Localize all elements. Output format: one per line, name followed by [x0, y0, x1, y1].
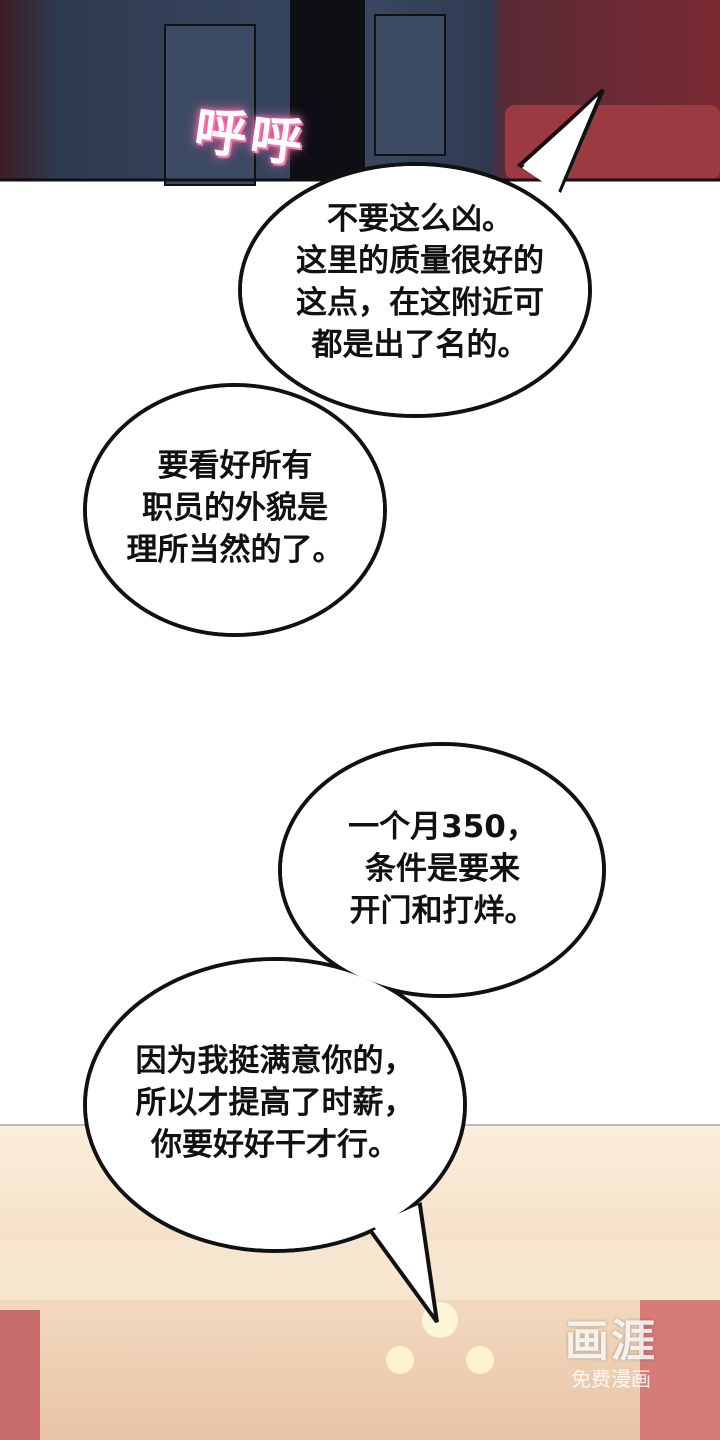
watermark-subtitle: 免费漫画: [571, 1367, 651, 1391]
speech-bubble-1: 不要这么凶。 这里的质量很好的 这点，在这附近可 都是出了名的。: [255, 198, 585, 366]
watermark: 画涯 免费漫画: [565, 1318, 657, 1392]
speech-bubble-3: 一个月350， 条件是要来 开门和打烊。: [300, 806, 585, 932]
watermark-logo: 画涯: [565, 1316, 657, 1367]
speech-bubble-4: 因为我挺满意你的， 所以才提高了时薪， 你要好好干才行。: [100, 1040, 450, 1166]
sound-effect: 呼呼: [190, 100, 310, 176]
bubble-line: 都是出了名的。: [311, 327, 529, 363]
bubble-line: 这里的质量很好的: [296, 243, 544, 279]
bubble-line: 理所当然的了。: [126, 532, 344, 568]
speech-bubble-2: 要看好所有 职员的外貌是 理所当然的了。: [95, 445, 375, 571]
bubble-line: 你要好好干才行。: [151, 1127, 399, 1163]
bubble-line: 所以才提高了时薪，: [135, 1085, 415, 1121]
bubble-line: 这点，在这附近可: [296, 285, 544, 321]
speech-bubbles: [83, 88, 606, 1324]
bubble-line: 要看好所有: [157, 448, 313, 484]
bubble-line: 条件是要来: [365, 851, 520, 887]
bubble-line: 不要这么凶。: [327, 201, 513, 237]
bubble-line: 开门和打烊。: [349, 893, 536, 929]
bubble-line: 因为我挺满意你的，: [135, 1043, 415, 1079]
bubble-line: 一个月350，: [348, 809, 537, 845]
bubble-line: 职员的外貌是: [142, 490, 328, 526]
top-panel: [0, 0, 720, 186]
